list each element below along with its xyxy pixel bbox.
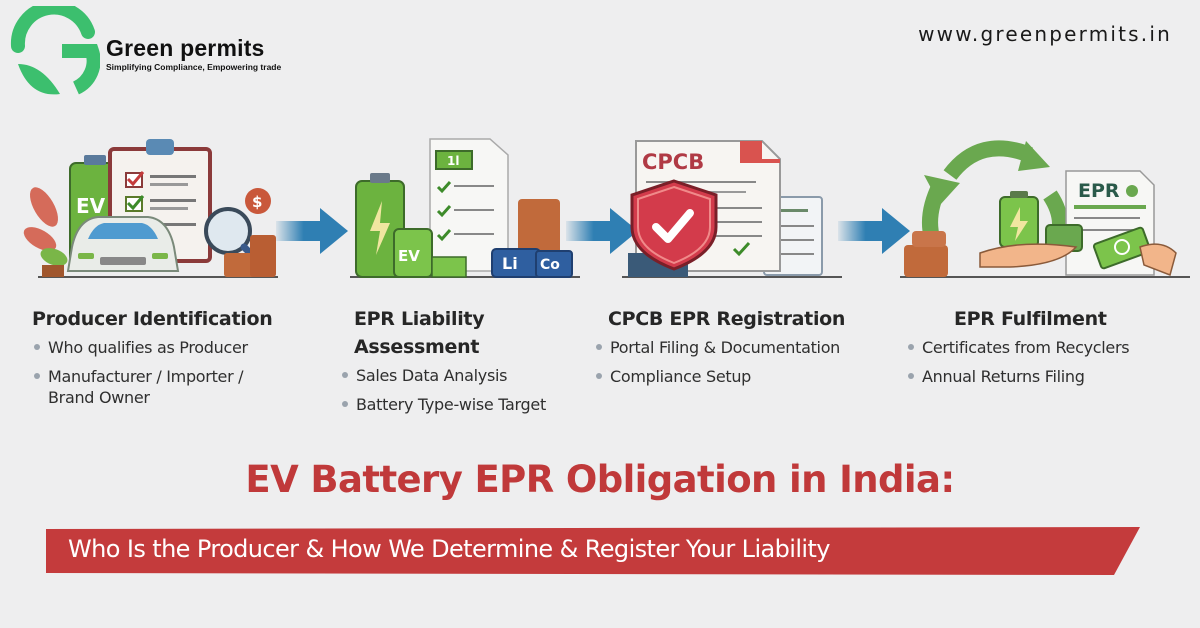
epr-fulfilment-illustration: EPR xyxy=(900,135,1190,285)
step-title: CPCB EPR Registration xyxy=(608,308,846,330)
arrow-right-icon xyxy=(566,206,638,256)
svg-text:1l: 1l xyxy=(447,154,459,168)
brand: Green permits Simplifying Compliance, Em… xyxy=(106,36,281,72)
step-epr-liability-assessment: EPR Liability Assessment Sales Data Anal… xyxy=(340,305,600,423)
arrow-right-icon xyxy=(276,206,348,256)
step-title: Producer Identification xyxy=(32,308,273,330)
svg-text:$: $ xyxy=(252,193,262,211)
step-bullet: Battery Type-wise Target xyxy=(340,394,600,415)
bullet-icon xyxy=(908,344,914,350)
svg-text:EV: EV xyxy=(398,247,420,265)
epr-liability-illustration: 1l EV Li Co xyxy=(350,135,580,285)
step-epr-fulfilment: EPR Fulfilment Certificates from Recycle… xyxy=(906,305,1196,395)
step-bullet-continuation: Brand Owner xyxy=(48,388,150,407)
subtitle-text: Who Is the Producer & How We Determine &… xyxy=(68,535,830,563)
svg-text:CPCB: CPCB xyxy=(642,150,704,174)
bullet-icon xyxy=(34,373,40,379)
website-link[interactable]: www.greenpermits.in xyxy=(918,22,1172,46)
subtitle-banner: Who Is the Producer & How We Determine &… xyxy=(46,527,1140,575)
cpcb-registration-illustration: CPCB xyxy=(622,135,842,285)
step-bullet: Compliance Setup xyxy=(594,366,894,387)
step-bullet: Manufacturer / Importer / xyxy=(32,366,312,387)
headline: EV Battery EPR Obligation in India: xyxy=(245,458,955,501)
brand-name: Green permits xyxy=(106,35,265,61)
svg-text:Co: Co xyxy=(540,257,560,273)
step-bullet: Who qualifies as Producer xyxy=(32,337,312,358)
green-permits-logo-icon xyxy=(8,0,101,98)
step-bullet: Certificates from Recyclers xyxy=(906,337,1196,358)
svg-text:Li: Li xyxy=(502,254,518,273)
step-producer-identification: Producer Identification Who qualifies as… xyxy=(32,305,312,416)
brand-tagline: Simplifying Compliance, Empowering trade xyxy=(106,62,282,72)
bullet-icon xyxy=(908,373,914,379)
svg-text:EPR: EPR xyxy=(1078,180,1120,202)
step-bullet: Annual Returns Filing xyxy=(906,366,1196,387)
bullet-icon xyxy=(342,401,348,407)
bullet-icon xyxy=(596,344,602,350)
bullet-icon xyxy=(34,344,40,350)
svg-text:EV: EV xyxy=(76,194,106,218)
bullet-icon xyxy=(342,372,348,378)
bullet-icon xyxy=(596,373,602,379)
step-title: EPR Liability Assessment xyxy=(354,308,485,358)
producer-identification-illustration: EV $ xyxy=(18,135,280,285)
step-title: EPR Fulfilment xyxy=(954,308,1107,330)
step-bullet: Sales Data Analysis xyxy=(340,365,600,386)
arrow-right-icon xyxy=(838,206,910,256)
step-bullet: Portal Filing & Documentation xyxy=(594,337,894,358)
step-cpcb-registration: CPCB EPR Registration Portal Filing & Do… xyxy=(594,305,894,395)
